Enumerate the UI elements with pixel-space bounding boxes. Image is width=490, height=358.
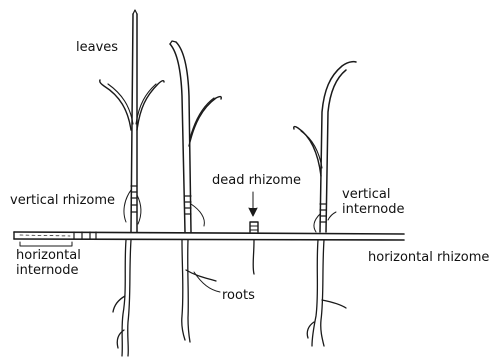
label-dead-rhizome: dead rhizome xyxy=(212,173,301,188)
label-roots: roots xyxy=(222,288,255,303)
annotation-arrows xyxy=(194,192,336,292)
label-vertical-internode-line1: vertical xyxy=(342,187,405,202)
label-vertical-internode: vertical internode xyxy=(342,187,405,217)
label-vertical-rhizome: vertical rhizome xyxy=(10,193,115,208)
label-horizontal-internode-line1: horizontal xyxy=(16,248,81,263)
label-horizontal-rhizome: horizontal rhizome xyxy=(368,250,489,265)
horizontal-internode-bracket xyxy=(20,242,72,246)
dead-rhizome xyxy=(250,222,258,232)
label-horizontal-internode-line2: internode xyxy=(16,263,81,278)
label-vertical-internode-line2: internode xyxy=(342,202,405,217)
label-leaves: leaves xyxy=(76,40,118,55)
shoot-2 xyxy=(170,41,221,232)
label-horizontal-internode: horizontal internode xyxy=(16,248,81,278)
horizontal-rhizome xyxy=(14,232,404,240)
